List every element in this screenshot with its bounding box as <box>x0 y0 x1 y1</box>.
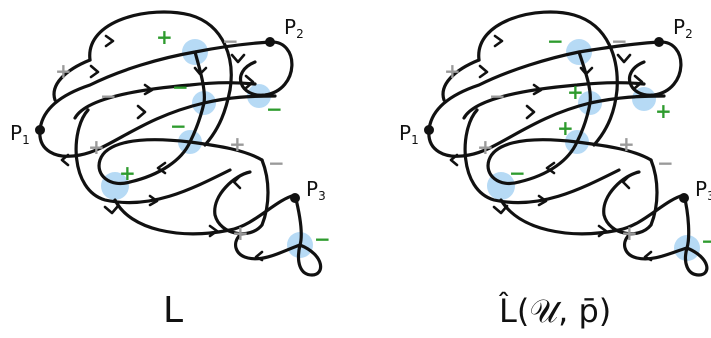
caption-left: L <box>163 290 183 331</box>
label-p3: P3 <box>695 177 711 203</box>
sign-minus: − <box>489 84 506 108</box>
sign-minus: − <box>100 84 117 108</box>
sign-plus: + <box>567 80 584 104</box>
marked-point-p3 <box>290 193 300 203</box>
sign-plus: + <box>444 59 461 83</box>
sign-minus: − <box>170 114 187 138</box>
marked-point-p1 <box>424 125 434 135</box>
link-strands <box>427 10 709 277</box>
sign-minus: − <box>314 227 331 251</box>
sign-plus: + <box>119 161 136 185</box>
sign-plus: + <box>557 116 574 140</box>
marked-point-p2 <box>654 37 664 47</box>
sign-plus: + <box>618 132 635 156</box>
sign-minus: − <box>701 229 711 253</box>
marked-point-p1 <box>35 125 45 135</box>
label-p3: P3 <box>306 177 326 203</box>
sign-minus: − <box>509 161 526 185</box>
panel-left: P1 P2 P3 + − + − − − − + + + − + − L <box>10 10 331 331</box>
orientation-arrows <box>60 34 264 262</box>
label-p2: P2 <box>284 15 304 41</box>
label-p1: P1 <box>399 121 419 147</box>
sign-plus: + <box>229 132 246 156</box>
sign-plus: + <box>477 135 494 159</box>
sign-plus: + <box>156 25 173 49</box>
sign-plus: + <box>55 59 72 83</box>
sign-minus: − <box>657 151 674 175</box>
sign-plus: + <box>655 99 672 123</box>
marked-point-p3 <box>679 193 689 203</box>
marked-point-p2 <box>265 37 275 47</box>
sign-minus: − <box>266 97 283 121</box>
sign-minus: − <box>268 151 285 175</box>
sign-minus: − <box>222 29 239 53</box>
sign-minus: − <box>172 75 189 99</box>
sign-minus: − <box>547 29 564 53</box>
sign-minus: − <box>611 29 628 53</box>
label-p2: P2 <box>673 15 693 41</box>
sign-plus: + <box>88 135 105 159</box>
panel-right: P1 P2 P3 − − + − + + + + + − − + − L̂(𝒰,… <box>399 10 711 330</box>
orientation-arrows <box>449 34 653 262</box>
link-strands <box>38 10 323 277</box>
caption-right: L̂(𝒰, p̄) <box>499 292 612 330</box>
sign-plus: + <box>232 221 249 245</box>
sign-plus: + <box>621 221 638 245</box>
label-p1: P1 <box>10 121 30 147</box>
